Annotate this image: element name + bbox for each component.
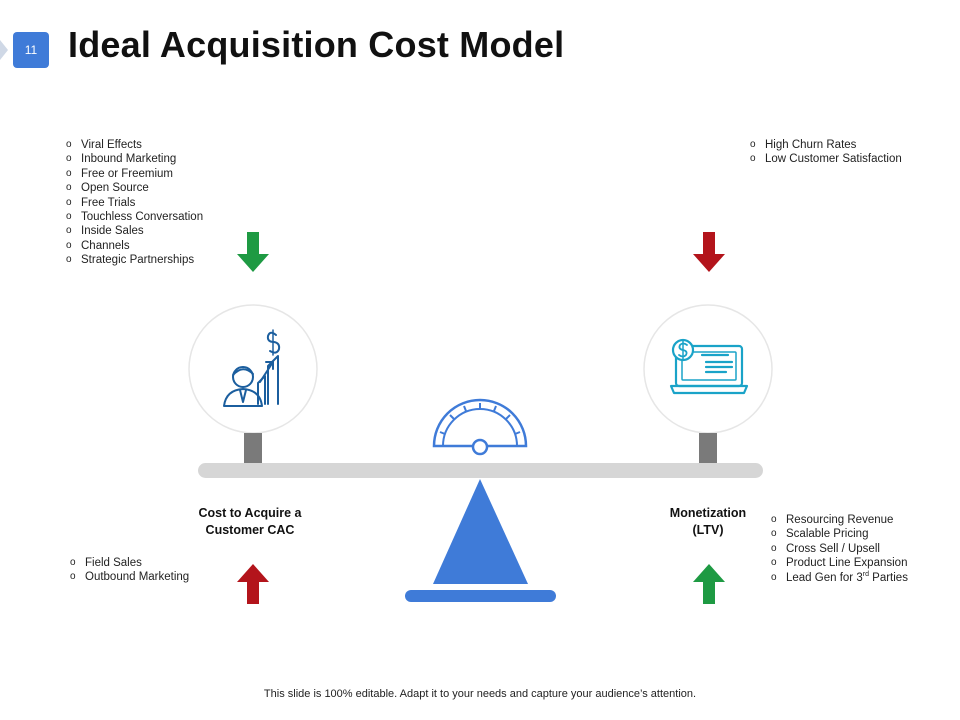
slide-number-badge: 11 — [13, 32, 49, 68]
ltv-label-line2: (LTV) — [692, 523, 724, 537]
list-item: Touchless Conversation — [66, 210, 203, 225]
list-item: Low Customer Satisfaction — [750, 152, 902, 167]
slide-title: Ideal Acquisition Cost Model — [68, 24, 565, 65]
right-bottom-list: Resourcing Revenue Scalable Pricing Cros… — [771, 513, 908, 585]
right-icon-circle — [643, 304, 773, 434]
arrow-up-icon — [237, 564, 269, 604]
list-item: Resourcing Revenue — [771, 513, 908, 528]
fulcrum-triangle — [433, 479, 528, 584]
arrow-down-icon — [693, 232, 725, 272]
left-post — [244, 433, 262, 463]
list-item: Inbound Marketing — [66, 152, 203, 167]
list-item: Free Trials — [66, 196, 203, 211]
list-item: Inside Sales — [66, 224, 203, 239]
arrow-down-icon — [237, 232, 269, 272]
cac-label-line2: Customer CAC — [205, 523, 295, 537]
cac-label-line1: Cost to Acquire a — [198, 506, 302, 520]
list-item: Channels — [66, 239, 203, 254]
list-item: Outbound Marketing — [70, 570, 189, 585]
list-item: Viral Effects — [66, 138, 203, 153]
list-item: Strategic Partnerships — [66, 253, 203, 268]
list-item: Free or Freemium — [66, 167, 203, 182]
fulcrum-base — [405, 590, 556, 602]
cac-label: Cost to Acquire a Customer CAC — [170, 505, 330, 539]
list-item: Product Line Expansion — [771, 556, 908, 571]
list-item: High Churn Rates — [750, 138, 902, 153]
list-item: Scalable Pricing — [771, 527, 908, 542]
laptop-dollar-icon — [669, 338, 749, 395]
balance-beam — [198, 463, 763, 478]
left-bottom-list: Field Sales Outbound Marketing — [70, 556, 189, 585]
ordinal-suffix: rd — [862, 570, 869, 578]
left-top-list: Viral Effects Inbound Marketing Free or … — [66, 138, 203, 268]
right-post — [699, 433, 717, 463]
footer-note: This slide is 100% editable. Adapt it to… — [263, 688, 697, 700]
ltv-label-line1: Monetization — [669, 506, 747, 520]
list-item: Open Source — [66, 181, 203, 196]
right-top-list: High Churn Rates Low Customer Satisfacti… — [750, 138, 902, 167]
speedometer-icon — [432, 398, 528, 456]
ltv-label: Monetization (LTV) — [638, 505, 778, 539]
list-item-text-end: Parties — [868, 571, 908, 584]
list-item-text: Lead Gen for 3 — [786, 571, 863, 584]
list-item: Lead Gen for 3rd Parties — [771, 570, 908, 586]
businessman-growth-icon — [223, 329, 281, 407]
list-item: Cross Sell / Upsell — [771, 542, 908, 557]
left-icon-circle — [188, 304, 318, 434]
arrow-up-icon — [693, 564, 725, 604]
badge-notch — [0, 40, 8, 60]
list-item: Field Sales — [70, 556, 189, 571]
